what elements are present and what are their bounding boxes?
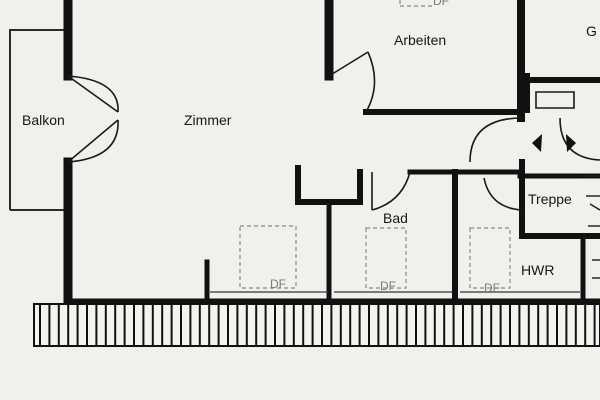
arrow-right-icon bbox=[566, 134, 576, 152]
facade-strip bbox=[33, 303, 600, 347]
facade-hatching bbox=[33, 303, 600, 347]
window-label-zimmer: DF bbox=[270, 277, 286, 291]
balcony-outline bbox=[9, 29, 64, 211]
room-label-partial: G bbox=[586, 23, 597, 39]
window-label-bad: DF bbox=[380, 279, 396, 293]
direction-arrows bbox=[532, 134, 576, 152]
skylight-bad bbox=[365, 227, 407, 289]
skylight-hwr bbox=[469, 227, 511, 289]
window-label-hwr: DF bbox=[484, 281, 500, 295]
room-label-hwr: HWR bbox=[521, 262, 555, 278]
room-label-treppe: Treppe bbox=[528, 191, 572, 207]
skylight-boxes bbox=[239, 0, 511, 289]
skylight-zimmer bbox=[239, 225, 297, 289]
window-label-top: DF bbox=[433, 0, 449, 8]
room-label-arbeiten: Arbeiten bbox=[394, 32, 447, 48]
stair-lines bbox=[586, 195, 600, 279]
room-label-balkon: Balkon bbox=[22, 112, 65, 128]
room-label-zimmer: Zimmer bbox=[184, 112, 232, 128]
walls bbox=[63, 0, 600, 309]
arrow-left-icon bbox=[532, 134, 542, 152]
room-label-bad: Bad bbox=[383, 210, 408, 226]
